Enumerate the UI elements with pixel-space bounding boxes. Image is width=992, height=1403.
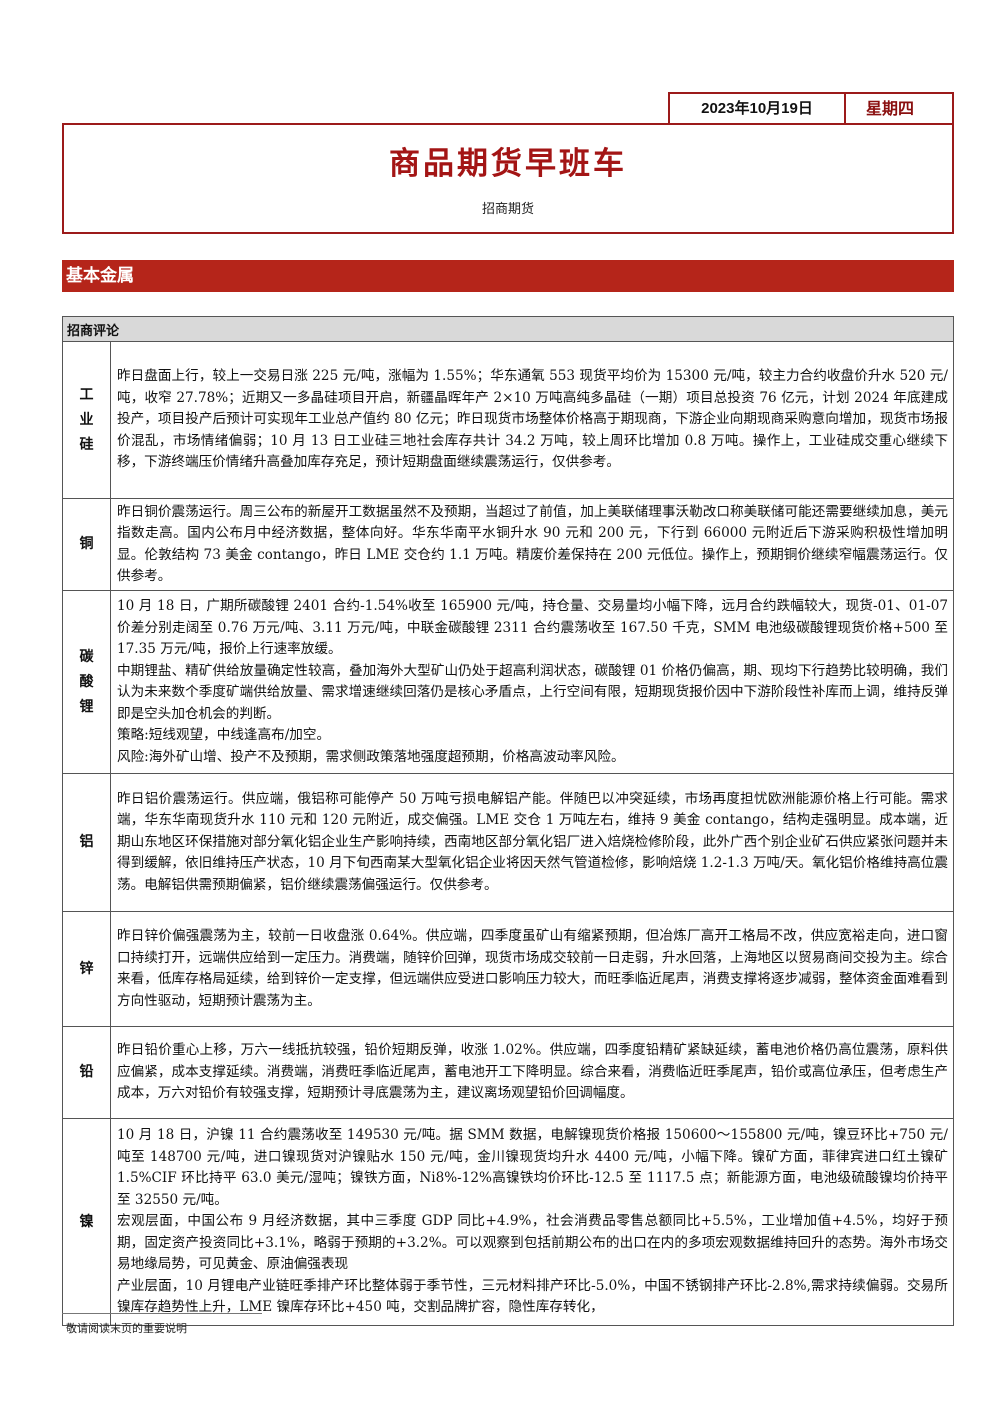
- row-category: 锌: [62, 911, 111, 1027]
- paragraph: 昨日盘面上行，较上一交易日涨 225 元/吨，涨幅为 1.55%；华东通氧 55…: [117, 368, 948, 471]
- table-row: 锌 昨日锌价偏强震荡为主，较前一日收盘涨 0.64%。供应端，四季度虽矿山有缩紧…: [62, 911, 954, 1027]
- table-row: 铜 昨日铜价震荡运行。周三公布的新屋开工数据虽然不及预期，当超过了前值，加上美联…: [62, 498, 954, 591]
- table-header-row: 招商评论: [62, 316, 954, 342]
- date-box: 2023年10月19日 星期四: [668, 92, 954, 123]
- row-category: 工业硅: [62, 341, 111, 499]
- row-category: 碳酸锂: [62, 590, 111, 774]
- table-row: 铝 昨日铝价震荡运行。供应端，俄铝称可能停产 50 万吨亏损电解铝产能。伴随巴以…: [62, 773, 954, 912]
- category-label: 碳酸锂: [79, 648, 94, 715]
- row-content: 10 月 18 日，广期所碳酸锂 2401 合约-1.54%收至 165900 …: [110, 590, 954, 774]
- category-label: 锌: [79, 960, 94, 977]
- paragraph: 宏观层面，中国公布 9 月经济数据，其中三季度 GDP 同比+4.9%，社会消费…: [117, 1213, 948, 1273]
- report-date: 2023年10月19日: [670, 94, 846, 123]
- row-content: 10 月 18 日，沪镍 11 合约震荡收至 149530 元/吨。据 SMM …: [110, 1118, 954, 1326]
- paragraph: 10 月 18 日，沪镍 11 合约震荡收至 149530 元/吨。据 SMM …: [117, 1127, 948, 1208]
- paragraph: 昨日铝价震荡运行。供应端，俄铝称可能停产 50 万吨亏损电解铝产能。伴随巴以冲突…: [117, 790, 948, 893]
- row-content: 昨日盘面上行，较上一交易日涨 225 元/吨，涨幅为 1.55%；华东通氧 55…: [110, 341, 954, 499]
- table-header: 招商评论: [62, 316, 954, 342]
- row-content: 昨日铝价震荡运行。供应端，俄铝称可能停产 50 万吨亏损电解铝产能。伴随巴以冲突…: [110, 773, 954, 912]
- paragraph: 中期锂盐、精矿供给放量确定性较高，叠加海外大型矿山仍处于超高利润状态，碳酸锂 0…: [117, 662, 948, 722]
- row-content: 昨日铜价震荡运行。周三公布的新屋开工数据虽然不及预期，当超过了前值，加上美联储理…: [110, 498, 954, 591]
- commentary-table: 招商评论 工业硅 昨日盘面上行，较上一交易日涨 225 元/吨，涨幅为 1.55…: [62, 316, 954, 1326]
- paragraph: 昨日铜价震荡运行。周三公布的新屋开工数据虽然不及预期，当超过了前值，加上美联储理…: [117, 503, 948, 585]
- row-category: 铜: [62, 498, 111, 591]
- category-label: 镍: [79, 1213, 94, 1230]
- title-box: 商品期货早班车 招商期货: [62, 123, 954, 234]
- paragraph: 产业层面，10 月锂电产业链旺季排产环比整体弱于季节性，三元材料排产环比-5.0…: [117, 1277, 948, 1316]
- section-title: 基本金属: [62, 260, 954, 292]
- category-label: 工业硅: [79, 386, 94, 453]
- paragraph: 昨日铅价重心上移，万六一线抵抗较强，铅价短期反弹，收涨 1.02%。供应端，四季…: [117, 1042, 948, 1102]
- row-category: 镍: [62, 1118, 111, 1326]
- table-row: 镍 10 月 18 日，沪镍 11 合约震荡收至 149530 元/吨。据 SM…: [62, 1118, 954, 1326]
- table-row: 工业硅 昨日盘面上行，较上一交易日涨 225 元/吨，涨幅为 1.55%；华东通…: [62, 341, 954, 499]
- page-title: 商品期货早班车: [389, 146, 627, 182]
- table-row: 铅 昨日铅价重心上移，万六一线抵抗较强，铅价短期反弹，收涨 1.02%。供应端，…: [62, 1026, 954, 1119]
- category-label: 铜: [79, 536, 94, 552]
- publisher-name: 招商期货: [481, 202, 534, 217]
- paragraph: 昨日锌价偏强震荡为主，较前一日收盘涨 0.64%。供应端，四季度虽矿山有缩紧预期…: [117, 928, 948, 1009]
- table-row: 碳酸锂 10 月 18 日，广期所碳酸锂 2401 合约-1.54%收至 165…: [62, 590, 954, 774]
- row-content: 昨日铅价重心上移，万六一线抵抗较强，铅价短期反弹，收涨 1.02%。供应端，四季…: [110, 1026, 954, 1119]
- paragraph: 10 月 18 日，广期所碳酸锂 2401 合约-1.54%收至 165900 …: [117, 598, 948, 657]
- report-weekday: 星期四: [866, 99, 915, 118]
- footer-note: 敬请阅读末页的重要说明: [66, 1322, 187, 1335]
- footer-divider: [62, 1313, 262, 1314]
- paragraph: 策略:短线观望，中线逢高布/加空。: [117, 727, 331, 743]
- row-category: 铅: [62, 1026, 111, 1119]
- category-label: 铝: [79, 834, 94, 850]
- category-label: 铅: [79, 1064, 94, 1080]
- row-content: 昨日锌价偏强震荡为主，较前一日收盘涨 0.64%。供应端，四季度虽矿山有缩紧预期…: [110, 911, 954, 1027]
- paragraph: 风险:海外矿山增、投产不及预期，需求侧政策落地强度超预期，价格高波动率风险。: [117, 748, 625, 765]
- row-category: 铝: [62, 773, 111, 912]
